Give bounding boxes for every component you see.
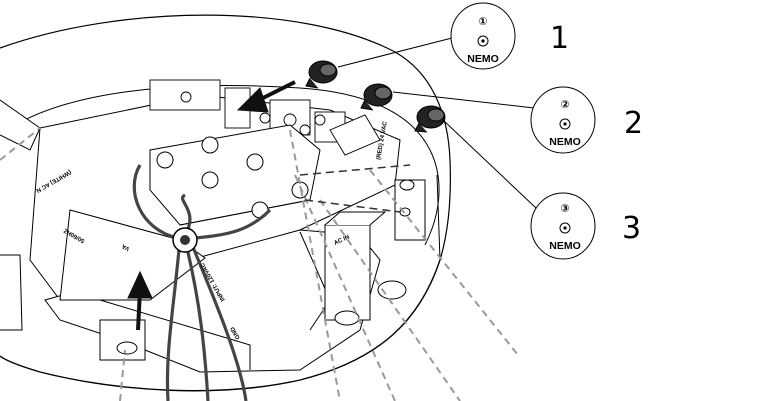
nemo-badge-icon	[477, 35, 489, 47]
callout-leaders	[337, 37, 537, 209]
svg-text:③: ③	[560, 202, 569, 215]
va-label: VA	[121, 242, 131, 251]
nemo-badge-2: ② NEMO	[530, 86, 596, 154]
screw-icon	[360, 83, 393, 111]
nemo-badge-3: ③ NEMO	[530, 192, 596, 260]
nemo-badge-1: ① NEMO	[450, 2, 516, 70]
screw-icon	[414, 105, 446, 133]
svg-text:NEMO: NEMO	[549, 136, 581, 148]
housing	[0, 14, 451, 392]
insertion-arrow-icon	[127, 270, 153, 331]
dashed-leaders	[0, 127, 519, 401]
svg-text:NEMO: NEMO	[467, 53, 499, 65]
nemo-badge-icon	[559, 118, 571, 130]
svg-text:NEMO: NEMO	[549, 240, 581, 252]
left-details	[0, 99, 146, 361]
callout-number-1: 1	[550, 21, 569, 56]
svg-text:②: ②	[560, 98, 569, 111]
svg-text:①: ①	[478, 15, 487, 28]
black-dashed	[299, 164, 411, 213]
callout-number-2: 2	[624, 106, 643, 141]
nemo-badge-icon	[559, 222, 571, 234]
callout-number-3: 3	[622, 211, 641, 246]
wires	[132, 164, 272, 401]
terminal-block	[149, 124, 321, 226]
right-posts	[324, 179, 426, 326]
screw-icon	[305, 60, 338, 89]
insertion-arrow-icon	[236, 80, 296, 113]
